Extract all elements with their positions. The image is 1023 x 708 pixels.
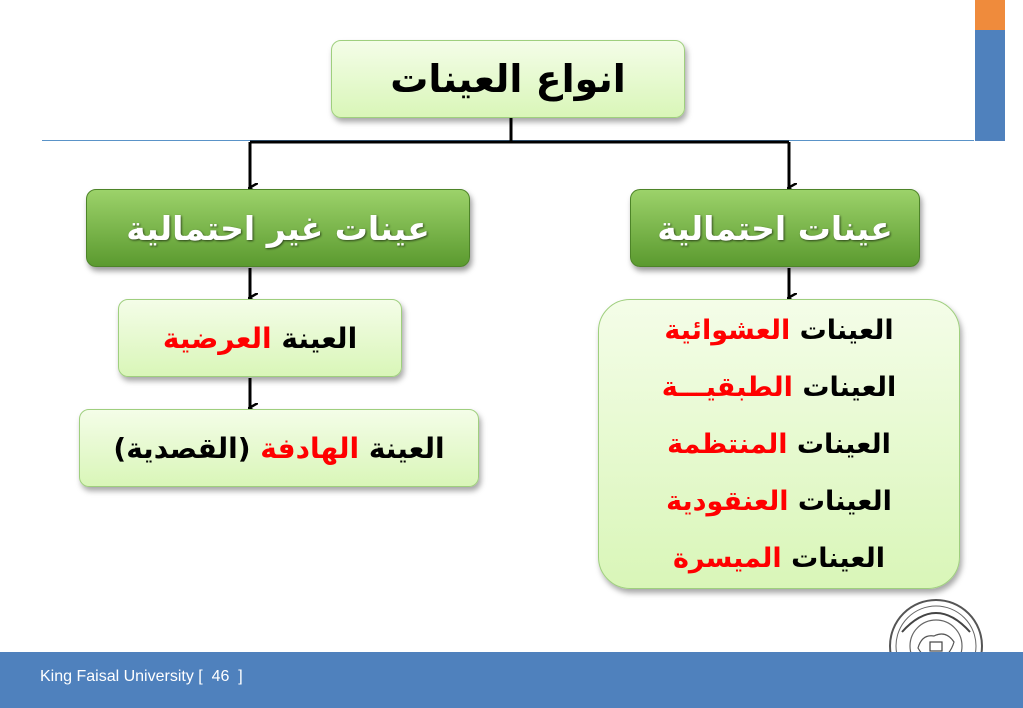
item-highlight: العرضية — [162, 321, 272, 355]
item-highlight: الميسرة — [672, 542, 782, 574]
nonprobability-box: عينات غير احتمالية — [86, 189, 470, 267]
probability-label: عينات احتمالية — [657, 208, 893, 248]
item-highlight: العشوائية — [664, 314, 791, 346]
probability-box: عينات احتمالية — [630, 189, 920, 267]
footer-page-number: [ 46 ] — [198, 668, 243, 685]
item-highlight: الهادفة — [260, 431, 360, 465]
accent-bar-blue — [975, 30, 1005, 141]
list-item: العينات المنتظمة — [667, 416, 891, 473]
item-prefix: العينات — [791, 542, 886, 574]
list-item: العينات العشوائية — [664, 302, 893, 359]
footer-bar — [0, 652, 1023, 708]
item-prefix: العينات — [799, 314, 894, 346]
list-item: العينات العنقودية — [666, 473, 892, 530]
footer-text: King Faisal University [ 46 ] — [40, 668, 243, 686]
list-item: العينات الطبقيـــة — [662, 359, 897, 416]
item-prefix: العينات — [802, 371, 897, 403]
convenience-sample-box: العينة العرضية — [118, 299, 402, 377]
item-prefix: العينات — [796, 428, 891, 460]
item-highlight: المنتظمة — [667, 428, 788, 460]
probability-list-box: العينات العشوائية العينات الطبقيـــة الع… — [598, 299, 960, 589]
list-item: العينات الميسرة — [673, 530, 885, 587]
item-prefix: العينة — [281, 321, 358, 355]
root-label: انواع العينات — [390, 57, 626, 101]
footer-university: King Faisal University — [40, 668, 194, 685]
nonprobability-label: عينات غير احتمالية — [126, 208, 430, 248]
item-prefix: العينات — [797, 485, 892, 517]
root-box: انواع العينات — [331, 40, 685, 118]
item-highlight: العنقودية — [666, 485, 789, 517]
item-suffix: (القصدية) — [113, 431, 251, 465]
item-prefix: العينة — [368, 431, 445, 465]
accent-bar-orange — [975, 0, 1005, 30]
purposive-sample-box: العينة الهادفة (القصدية) — [79, 409, 479, 487]
item-highlight: الطبقيـــة — [661, 371, 793, 403]
